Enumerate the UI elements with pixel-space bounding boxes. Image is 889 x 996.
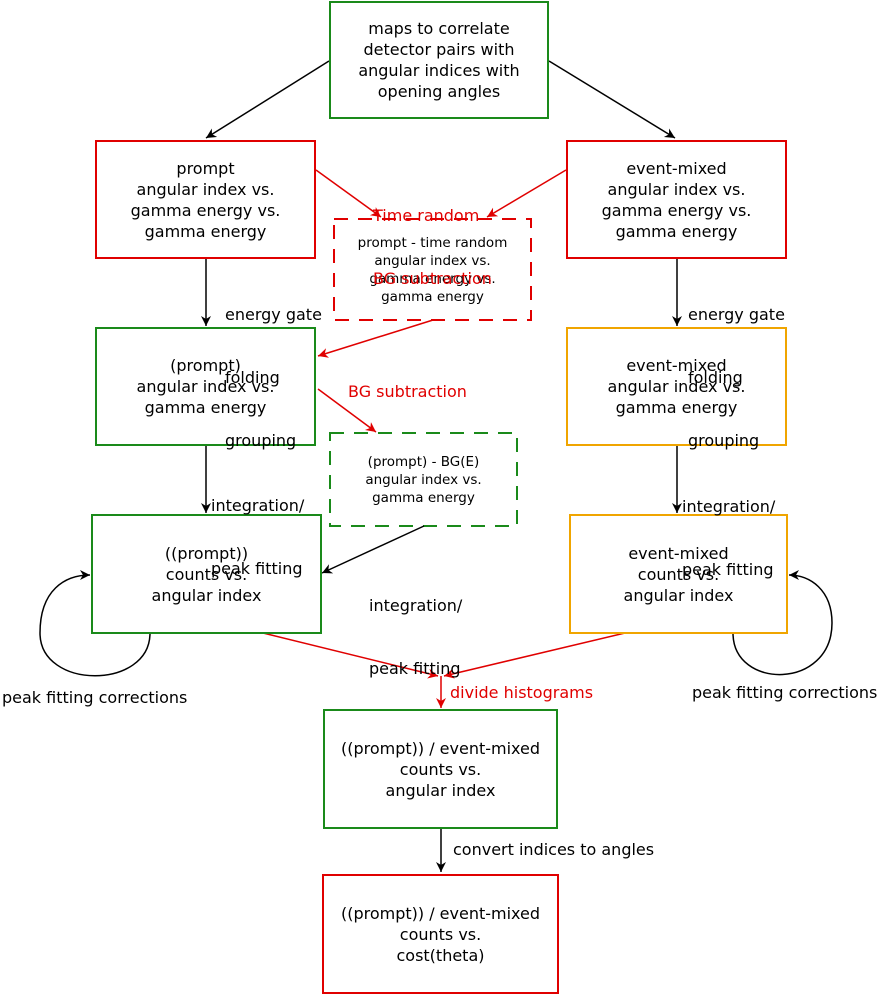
arrow-red-prompt2d-to-bg bbox=[317, 388, 377, 433]
node-text-line: angular index vs. bbox=[374, 252, 491, 269]
node-text-line: ((prompt)) / event-mixed bbox=[340, 738, 541, 758]
label-line: energy gate bbox=[688, 305, 785, 324]
arrow-red-tr-to-prompt2d bbox=[317, 319, 434, 358]
node-text-line: gamma energy vs. bbox=[601, 200, 752, 220]
label-line: folding bbox=[688, 368, 743, 387]
label-line: peak fitting bbox=[211, 559, 303, 578]
label-bg-subtraction: BG subtraction bbox=[348, 382, 467, 401]
node-text-line: event-mixed bbox=[628, 543, 729, 563]
node-text-line: counts vs. bbox=[637, 564, 720, 584]
node-text-line: (prompt) bbox=[170, 356, 241, 375]
node-text-line: event-mixed bbox=[626, 158, 727, 178]
label-integration-left: integration/ peak fitting bbox=[211, 453, 304, 600]
label-line: peak fitting bbox=[682, 560, 774, 579]
node-prompt-3d: prompt angular index vs. gamma energy vs… bbox=[95, 140, 316, 259]
node-text-line: gamma energy bbox=[381, 288, 484, 305]
node-text-line: gamma energy vs. bbox=[369, 270, 496, 287]
node-text-line: angular index vs. bbox=[607, 377, 746, 396]
node-prompt-counts: ((prompt)) counts vs. angular index bbox=[91, 514, 322, 634]
node-text-line: angular index vs. bbox=[136, 377, 275, 396]
label-line: integration/ bbox=[369, 596, 463, 615]
node-text-line: angular index bbox=[151, 585, 262, 605]
node-correlation-maps: maps to correlate detector pairs with an… bbox=[329, 1, 549, 119]
node-event-mixed-counts: event-mixed counts vs. angular index bbox=[569, 514, 788, 634]
label-time-random-bg: Time random BG subtraction bbox=[373, 163, 492, 310]
arrow-red-counts-to-divide bbox=[262, 632, 439, 679]
loop-right bbox=[732, 570, 833, 676]
node-text-line: gamma energy bbox=[144, 221, 267, 241]
node-text-line: angular index vs. bbox=[136, 179, 275, 199]
label-line: BG subtraction bbox=[373, 269, 492, 288]
node-text-line: gamma energy vs. bbox=[130, 200, 281, 220]
label-line: grouping bbox=[688, 431, 760, 450]
label-line: integration/ bbox=[682, 497, 776, 516]
node-prompt-2d: (prompt) angular index vs. gamma energy bbox=[95, 327, 316, 446]
node-text-line: angular indices with bbox=[358, 61, 520, 80]
label-line: integration/ bbox=[211, 496, 305, 515]
node-text-line: gamma energy bbox=[144, 398, 267, 417]
arrow-red-prompt-to-tr bbox=[315, 169, 382, 218]
node-text-line: angular index bbox=[385, 780, 496, 800]
label-peak-corrections-left: peak fitting corrections bbox=[2, 688, 188, 707]
label-convert-indices: convert indices to angles bbox=[453, 840, 655, 859]
node-text-line: gamma energy bbox=[372, 489, 475, 506]
node-final-cos-theta: ((prompt)) / event-mixed counts vs. cost… bbox=[322, 874, 559, 994]
node-text-line: gamma energy bbox=[615, 221, 738, 241]
label-energy-gate-right: energy gate folding grouping bbox=[688, 262, 785, 472]
label-peak-corrections-right: peak fitting corrections bbox=[692, 683, 878, 702]
node-text-line: counts vs. bbox=[399, 924, 482, 944]
node-text-line: ((prompt)) bbox=[164, 543, 249, 563]
node-time-random-subtracted: prompt - time random angular index vs. g… bbox=[334, 219, 531, 320]
node-text-line: angular index vs. bbox=[365, 471, 482, 488]
label-line: folding bbox=[225, 368, 280, 387]
node-text-line: prompt bbox=[176, 158, 235, 178]
node-text-line: gamma energy bbox=[615, 398, 738, 417]
arrow-bg-to-counts bbox=[321, 525, 425, 574]
node-text-line: detector pairs with bbox=[363, 40, 515, 59]
label-integration-right: integration/ peak fitting bbox=[682, 454, 775, 601]
label-line: peak fitting bbox=[369, 659, 461, 678]
label-line: grouping bbox=[225, 431, 297, 450]
node-text-line: (prompt) - BG(E) bbox=[367, 453, 480, 470]
node-text-line: maps to correlate bbox=[368, 19, 510, 38]
label-divide-histograms: divide histograms bbox=[450, 683, 594, 702]
node-bg-subtracted: (prompt) - BG(E) angular index vs. gamma… bbox=[330, 433, 517, 526]
node-text-line: angular index bbox=[623, 585, 734, 605]
label-energy-gate-left: energy gate folding grouping bbox=[225, 262, 322, 472]
node-text-line: counts vs. bbox=[399, 759, 482, 779]
node-text-line: ((prompt)) / event-mixed bbox=[340, 903, 541, 923]
label-line: Time random bbox=[373, 206, 480, 225]
arrow-top-to-mixed bbox=[548, 60, 676, 139]
node-text-line: counts vs. bbox=[165, 564, 248, 584]
node-event-mixed-2d: event-mixed angular index vs. gamma ener… bbox=[566, 327, 787, 446]
node-text-line: prompt - time random bbox=[357, 234, 508, 251]
node-text-line: angular index vs. bbox=[607, 179, 746, 199]
loop-left bbox=[39, 570, 151, 677]
label-integration-mid: integration/ peak fitting bbox=[369, 553, 462, 700]
node-text-line: cost(theta) bbox=[396, 945, 485, 965]
arrow-red-mixed-to-divide bbox=[443, 632, 626, 679]
node-text-line: opening angles bbox=[377, 82, 501, 101]
node-event-mixed-3d: event-mixed angular index vs. gamma ener… bbox=[566, 140, 787, 259]
arrow-top-to-prompt bbox=[205, 60, 330, 139]
label-line: energy gate bbox=[225, 305, 322, 324]
node-ratio-counts: ((prompt)) / event-mixed counts vs. angu… bbox=[323, 709, 558, 829]
arrow-red-mixed-to-tr bbox=[486, 169, 567, 218]
node-text-line: event-mixed bbox=[626, 356, 727, 375]
